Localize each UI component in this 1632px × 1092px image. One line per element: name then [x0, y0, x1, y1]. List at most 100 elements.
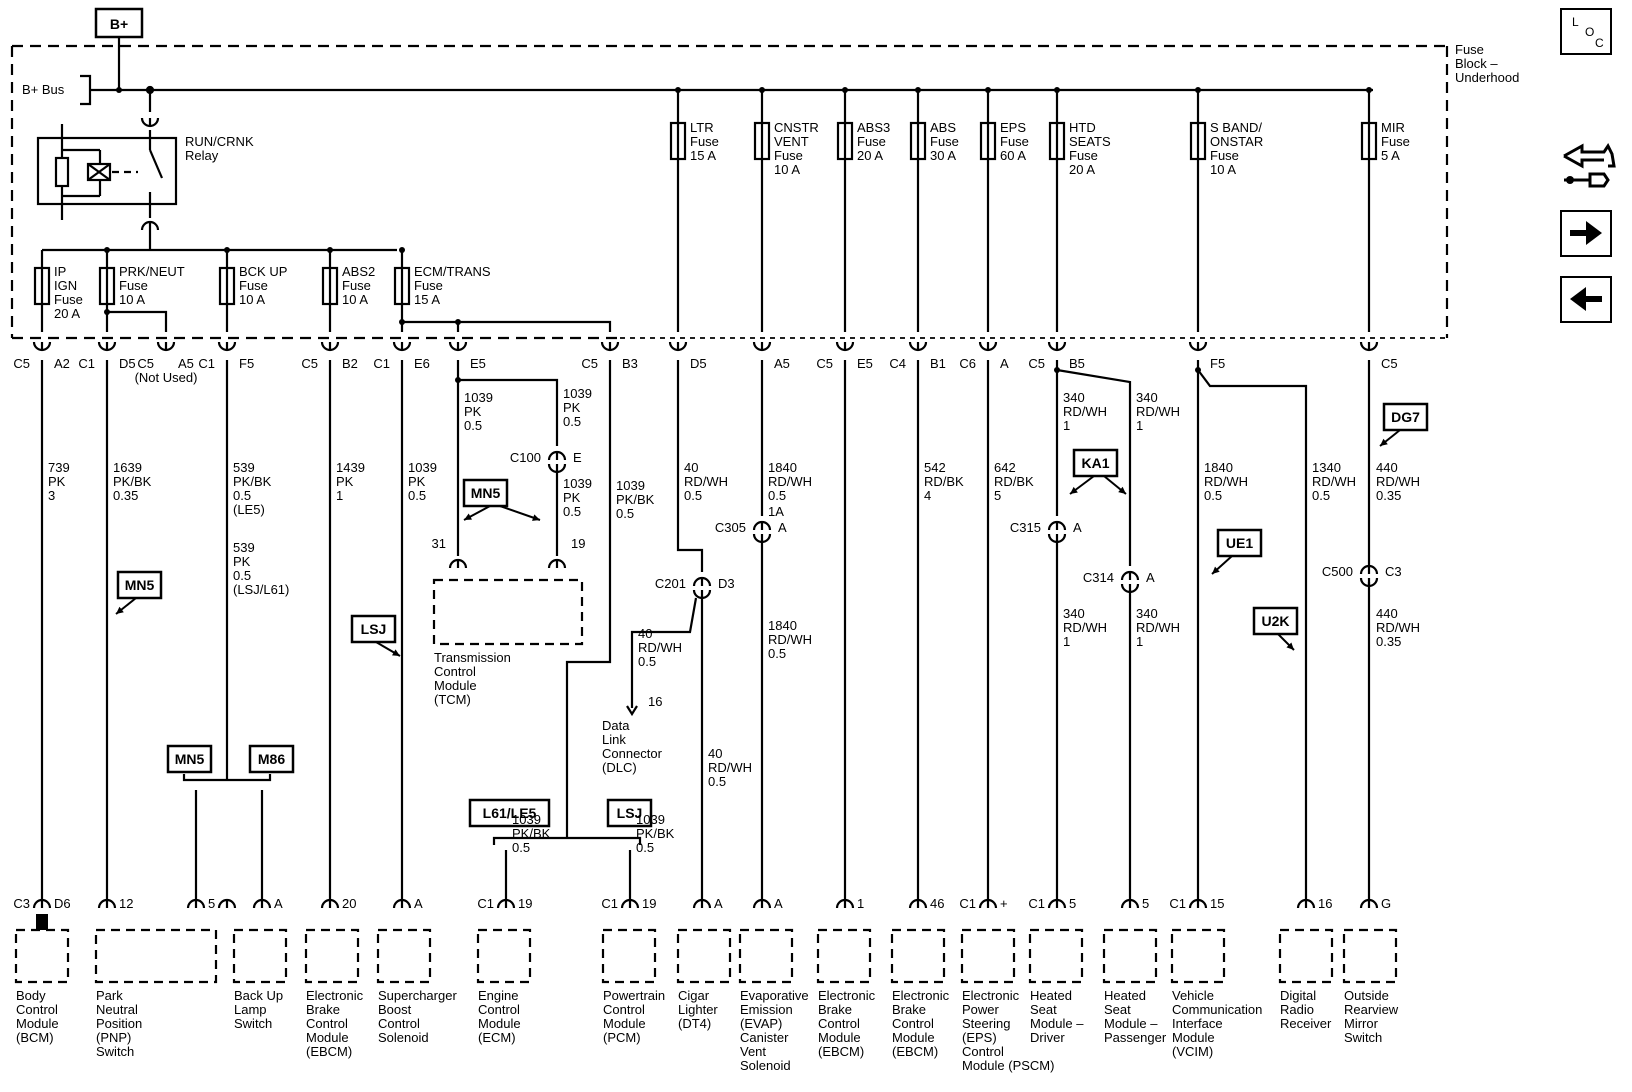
component-pin: 46 — [930, 896, 944, 911]
component-pin: 12 — [119, 896, 133, 911]
wire-label: 0.5 — [708, 774, 726, 789]
tcm-label: (TCM) — [434, 692, 471, 707]
wire-label: 1 — [1063, 634, 1070, 649]
option-tag-m86: M86 — [248, 744, 295, 774]
component-terminal — [1120, 898, 1140, 910]
wire-label: 1 — [1063, 418, 1070, 433]
splice-dot — [759, 87, 765, 93]
component-pin: A — [414, 896, 423, 911]
wire-label: 440 — [1376, 606, 1398, 621]
splice-dot — [842, 87, 848, 93]
option-tag-box — [116, 570, 163, 600]
component-pin: D6 — [54, 896, 71, 911]
fuse-label: Fuse — [774, 148, 803, 163]
fuse-label: 10 A — [119, 292, 145, 307]
connector-end-view-icon[interactable] — [1560, 136, 1616, 194]
component-label: Passenger — [1104, 1030, 1167, 1045]
wire-label: 1039 — [616, 478, 645, 493]
pin-id: F5 — [239, 356, 254, 371]
fuse-label: PRK/NEUT — [119, 264, 185, 279]
component-pin: 19 — [518, 896, 532, 911]
loc-letter-o: O — [1585, 25, 1594, 39]
c314-terminal — [1120, 582, 1140, 594]
splice-dot — [985, 87, 991, 93]
option-tag-dg7: DG7 — [1382, 402, 1429, 432]
wire-label: 1039 — [636, 812, 665, 827]
wire-label: 1 — [336, 488, 343, 503]
wire-label: RD/WH — [1376, 620, 1420, 635]
option-tag-label: U2K — [1261, 613, 1289, 629]
wire-label: 4 — [924, 488, 931, 503]
wire-label: 0.5 — [616, 506, 634, 521]
wire-label: PK — [233, 554, 251, 569]
wire-label: 0.5 — [768, 488, 786, 503]
component-pin: G — [1381, 896, 1391, 911]
wire-label: 0.35 — [1376, 488, 1401, 503]
component-pin: 5 — [1142, 896, 1149, 911]
component-label: Brake — [306, 1002, 340, 1017]
component-pin: 1 — [857, 896, 864, 911]
relay-label: RUN/CRNK Relay — [185, 134, 254, 163]
wire-label: 440 — [1376, 460, 1398, 475]
component-pin: 5 — [208, 896, 215, 911]
loc-button[interactable]: L O C — [1560, 8, 1612, 55]
fuse-label: VENT — [774, 134, 809, 149]
wire-label: 0.5 — [233, 488, 251, 503]
battery-positive-box: B+ — [94, 7, 144, 93]
component-label: Electronic — [892, 988, 950, 1003]
component-pin: 19 — [642, 896, 656, 911]
option-tag-box — [248, 744, 295, 774]
wire-label: 0.5 — [684, 488, 702, 503]
option-tag-label: LSJ — [617, 805, 643, 821]
arrowhead-icon — [464, 513, 472, 520]
pin-id: D5 — [690, 356, 707, 371]
loc-letter-c: C — [1595, 36, 1604, 50]
tcm-pin: 19 — [571, 536, 585, 551]
component-label: Back Up — [234, 988, 283, 1003]
component-label: Digital — [1280, 988, 1316, 1003]
wire-label: 1 — [1136, 634, 1143, 649]
wire-label: PK — [563, 490, 581, 505]
previous-page-button[interactable] — [1560, 276, 1612, 323]
component-terminal — [908, 898, 928, 910]
component-label: Position — [96, 1016, 142, 1031]
fuse-block-terminal — [448, 340, 468, 352]
tcm-label: Transmission — [434, 650, 511, 665]
c100-terminal — [547, 450, 567, 462]
c314-pin: A — [1146, 570, 1155, 585]
wire-label: 40 — [638, 626, 652, 641]
c500-label: C500 — [1322, 564, 1353, 579]
component-terminal — [835, 898, 855, 910]
option-tag-u2k: U2K — [1252, 606, 1299, 636]
component-label: Lamp — [234, 1002, 267, 1017]
connector-id: C4 — [889, 356, 906, 371]
fuse-label: 10 A — [239, 292, 265, 307]
component-label: Power — [962, 1002, 1000, 1017]
component-label: Evaporative — [740, 988, 809, 1003]
component-label: Powertrain — [603, 988, 665, 1003]
component-label: Module – — [1104, 1016, 1158, 1031]
component-terminal — [496, 898, 516, 910]
component-terminal — [320, 898, 340, 910]
dlc-terminal — [626, 694, 638, 717]
component-pin: + — [1000, 896, 1008, 911]
fuse-block-terminal — [908, 340, 928, 352]
c315-pin: A — [1073, 520, 1082, 535]
next-page-button[interactable] — [1560, 210, 1612, 257]
wire-label: PK/BK — [512, 826, 551, 841]
component-connector: C1 — [1169, 896, 1186, 911]
component-pin: 5 — [1069, 896, 1076, 911]
component-connector: C1 — [959, 896, 976, 911]
component-label: Module — [1172, 1030, 1215, 1045]
fuse-label: IP — [54, 264, 66, 279]
terminals — [32, 340, 1379, 930]
component-label: Driver — [1030, 1030, 1065, 1045]
option-tag-mn5: MN5 — [462, 478, 509, 508]
wire-label: 1039 — [563, 386, 592, 401]
component-label: Outside — [1344, 988, 1389, 1003]
arrowhead-icon — [116, 606, 124, 614]
wire-label: PK — [464, 404, 482, 419]
fuse-block-terminal — [752, 340, 772, 352]
component-label: Steering — [962, 1016, 1010, 1031]
wire-label: 1039 — [408, 460, 437, 475]
